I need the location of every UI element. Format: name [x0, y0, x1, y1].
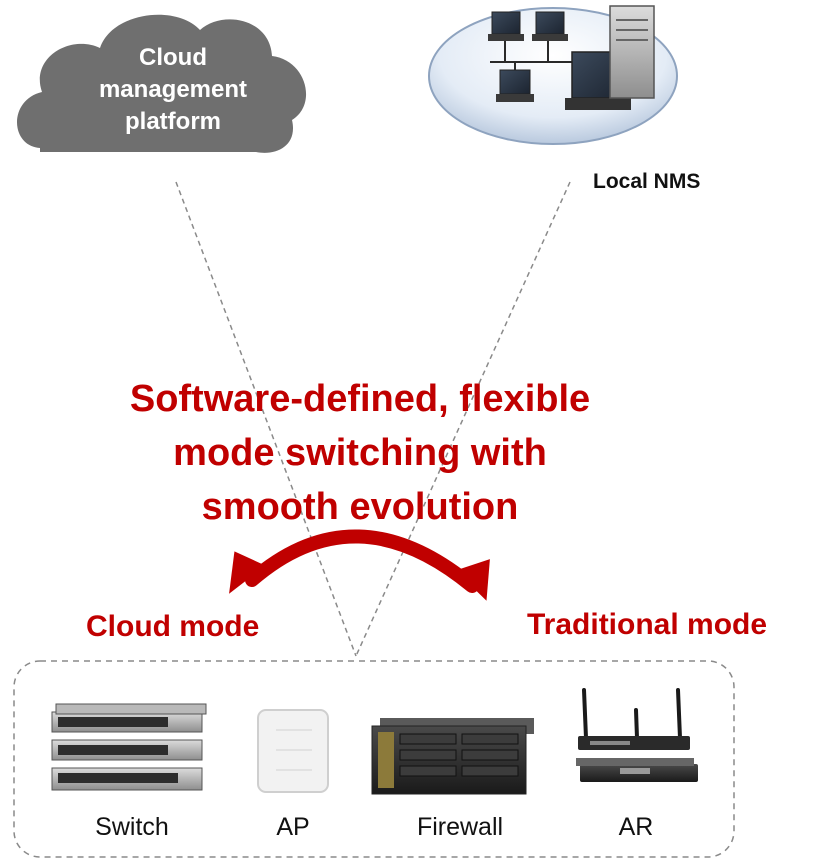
cloud-mode-label: Cloud mode [86, 610, 260, 643]
mode-switch-arrow [229, 529, 490, 601]
cloud-icon [17, 14, 307, 153]
firewall-icon [371, 718, 534, 795]
traditional-mode-label: Traditional mode [527, 608, 768, 641]
local-nms-label: Local NMS [593, 170, 701, 193]
switch-icon [51, 703, 207, 791]
device-label-ar: AR [618, 813, 654, 841]
access-point-icon [257, 709, 329, 793]
device-group-box [13, 660, 735, 858]
nms-connection-line [355, 181, 571, 657]
cloud-connection-line [175, 181, 357, 657]
network-computers-icon [428, 5, 678, 145]
device-label-ap: AP [276, 813, 310, 841]
router-icon [576, 688, 698, 782]
device-label-switch: Switch [95, 813, 169, 841]
cloud-label: Cloud management platform [98, 44, 248, 135]
device-label-firewall: Firewall [416, 813, 504, 841]
connection-lines [175, 181, 571, 657]
headline-text: Software-defined, flexible mode switchin… [129, 378, 591, 528]
